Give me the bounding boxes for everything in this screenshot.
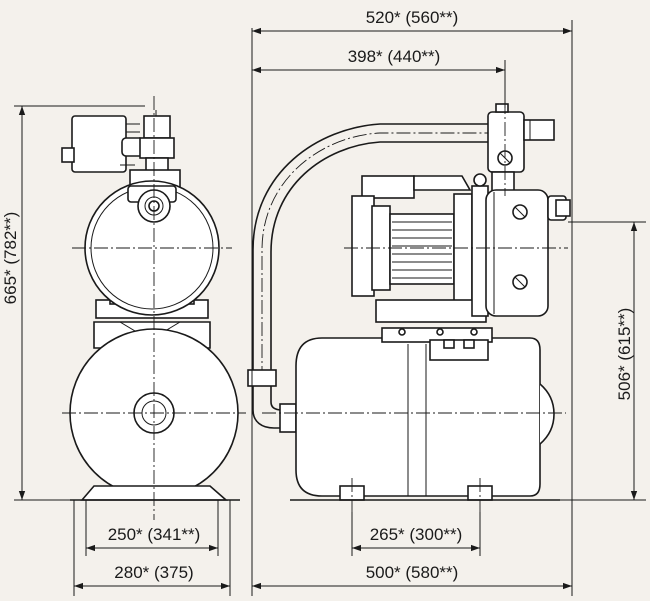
- label-length-side: 500* (580**): [366, 563, 459, 582]
- dimension-labels: 520* (560**) 398* (440**) 665* (782**) 5…: [1, 8, 634, 582]
- label-height-side: 506* (615**): [615, 308, 634, 401]
- label-total-width: 520* (560**): [366, 8, 459, 27]
- front-base: [70, 485, 240, 501]
- motor: [351, 175, 487, 323]
- label-height-front: 665* (782**): [1, 212, 20, 305]
- side-tank: [295, 327, 555, 497]
- label-outlet-offset: 398* (440**): [348, 47, 441, 66]
- pump-head: [471, 173, 571, 317]
- hose: [247, 123, 496, 433]
- outlet-tee: [487, 103, 555, 193]
- side-feet: [290, 485, 560, 501]
- label-base-width-front: 280* (375): [114, 563, 193, 582]
- label-foot-spacing-front: 250* (341**): [108, 525, 201, 544]
- side-view: [247, 100, 571, 512]
- pressure-switch: [61, 115, 145, 173]
- front-pump-casing: [84, 180, 220, 319]
- dimension-lines: [14, 20, 646, 596]
- front-view: [61, 96, 246, 520]
- label-foot-spacing-side: 265* (300**): [370, 525, 463, 544]
